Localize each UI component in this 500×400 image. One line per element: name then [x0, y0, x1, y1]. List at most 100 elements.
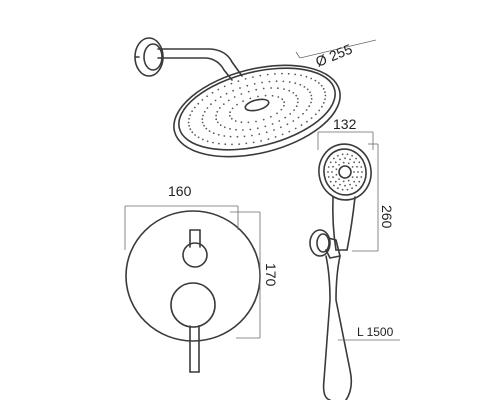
- head-nozzle: [255, 88, 258, 91]
- head-nozzle: [238, 143, 241, 146]
- head-nozzle: [271, 94, 274, 97]
- head-nozzle: [191, 131, 194, 134]
- head-nozzle: [310, 77, 313, 80]
- head-nozzle: [294, 73, 296, 76]
- head-nozzle: [229, 111, 232, 114]
- hand-nozzle: [353, 161, 356, 164]
- head-nozzle: [280, 108, 283, 111]
- head-nozzle: [245, 142, 248, 145]
- head-nozzle: [268, 80, 271, 83]
- head-nozzle: [305, 109, 308, 111]
- head-nozzle: [258, 133, 261, 136]
- head-nozzle: [264, 125, 267, 128]
- head-nozzle: [251, 134, 253, 137]
- head-nozzle: [261, 81, 263, 84]
- hand-nozzle: [342, 180, 345, 183]
- head-nozzle: [206, 107, 209, 109]
- head-nozzle: [283, 104, 285, 107]
- head-nozzle: [206, 95, 209, 98]
- hand-nozzle: [327, 176, 330, 178]
- hand-nozzle: [332, 165, 334, 168]
- head-nozzle: [224, 143, 227, 146]
- head-nozzle: [189, 114, 192, 116]
- head-nozzle: [223, 135, 226, 137]
- head-nozzle: [197, 136, 200, 139]
- head-nozzle: [280, 126, 282, 129]
- head-nozzle: [219, 96, 222, 98]
- overhead-shower-head: Ø 255: [134, 37, 377, 158]
- head-nozzle: [231, 107, 234, 110]
- head-nozzle: [302, 112, 304, 115]
- hand-nozzle: [361, 171, 363, 173]
- head-nozzle: [257, 95, 259, 98]
- head-nozzle: [210, 103, 212, 106]
- hand-nozzle: [349, 158, 351, 161]
- head-nozzle: [232, 89, 235, 92]
- head-nozzle: [231, 143, 233, 146]
- head-nozzle: [274, 73, 276, 75]
- head-nozzle: [244, 78, 247, 80]
- head-nozzle: [242, 129, 244, 131]
- hand-shower-width-label: 132: [333, 116, 357, 132]
- hand-nozzle: [356, 176, 358, 179]
- head-nozzle: [310, 117, 313, 119]
- head-nozzle: [305, 75, 308, 78]
- head-nozzle: [295, 105, 298, 108]
- hand-nozzle: [333, 184, 335, 187]
- head-nozzle: [249, 97, 252, 100]
- head-nozzle: [274, 136, 277, 138]
- head-nozzle: [292, 92, 295, 94]
- wall-flange: [134, 37, 164, 77]
- hand-nozzle: [357, 171, 359, 173]
- head-nozzle: [253, 83, 256, 85]
- head-nozzle: [283, 88, 285, 90]
- head-nozzle: [212, 141, 214, 144]
- head-nozzle: [230, 117, 233, 120]
- hand-nozzle: [351, 176, 354, 179]
- head-nozzle: [235, 128, 238, 131]
- diverter-knob: [182, 229, 208, 268]
- hand-nozzle: [329, 180, 332, 183]
- head-nozzle: [314, 113, 317, 116]
- head-nozzle: [296, 97, 299, 100]
- head-nozzle-pattern: [187, 72, 327, 146]
- hand-shower: 132 260 L 1500: [309, 116, 400, 400]
- head-nozzle: [255, 120, 257, 123]
- hand-shower-width-dimension: 132: [317, 116, 374, 150]
- head-nozzle: [297, 116, 300, 119]
- head-nozzle: [288, 89, 291, 92]
- hand-nozzle: [351, 154, 353, 157]
- hand-shower-height-dimension: 260: [352, 143, 395, 252]
- head-nozzle: [252, 76, 254, 78]
- head-nozzle: [281, 133, 284, 136]
- head-nozzle: [215, 118, 218, 121]
- head-nozzle: [223, 126, 226, 129]
- head-nozzle: [310, 94, 313, 97]
- head-nozzle: [242, 100, 245, 103]
- head-nozzle: [300, 124, 303, 127]
- head-nozzle: [212, 132, 215, 135]
- head-nozzle: [236, 135, 239, 138]
- head-nozzle: [283, 101, 286, 104]
- head-nozzle: [278, 120, 281, 122]
- head-nozzle: [322, 87, 325, 90]
- head-nozzle: [293, 109, 295, 111]
- head-nozzle: [294, 127, 297, 130]
- hand-nozzle: [353, 180, 356, 183]
- hand-nozzle: [351, 187, 353, 190]
- head-nozzle: [266, 73, 269, 76]
- head-nozzle: [270, 87, 272, 89]
- head-nozzle: [205, 127, 208, 130]
- head-nozzle: [247, 121, 250, 124]
- head-nozzle: [260, 140, 262, 142]
- head-nozzle: [282, 80, 285, 83]
- hand-nozzle: [339, 183, 341, 186]
- head-nozzle: [306, 88, 309, 91]
- head-diameter-dimension: Ø 255: [295, 39, 377, 70]
- head-nozzle: [236, 103, 238, 106]
- head-nozzle: [214, 99, 217, 102]
- head-nozzle: [201, 99, 204, 101]
- hand-nozzle: [358, 180, 361, 183]
- head-nozzle: [197, 102, 200, 105]
- head-nozzle: [240, 93, 243, 95]
